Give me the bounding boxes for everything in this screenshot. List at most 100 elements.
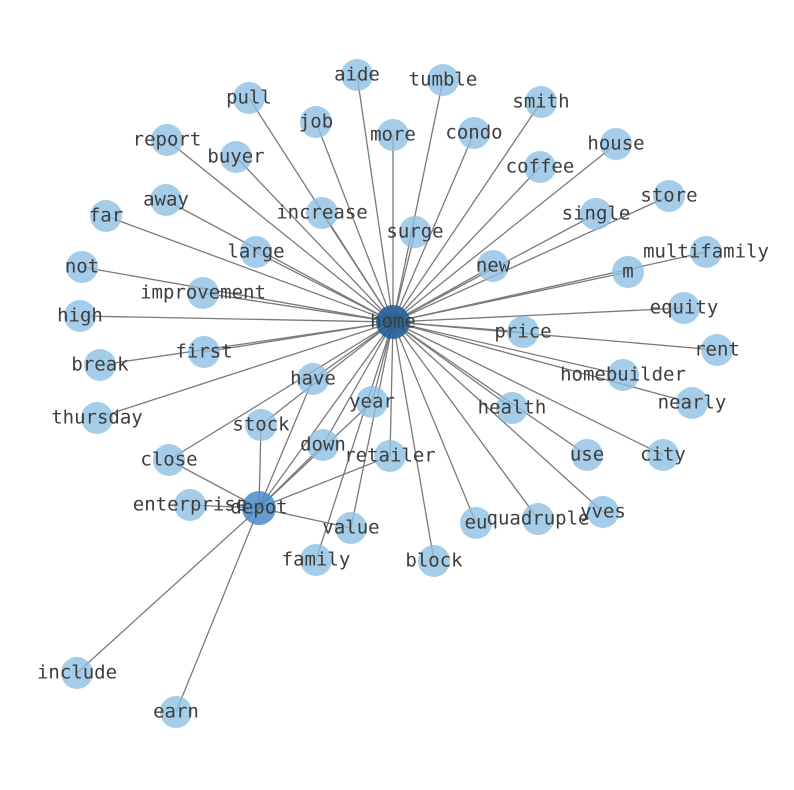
node-label-report: report — [133, 129, 202, 151]
node-quadruple — [522, 503, 554, 535]
edge-home-depot — [258, 321, 394, 509]
edge-home-close — [168, 321, 394, 461]
node-not — [66, 251, 98, 283]
edge-home-high — [79, 315, 394, 323]
edge-home-large — [255, 251, 394, 323]
edge-home-m — [392, 271, 629, 323]
nodes-layer — [61, 59, 733, 728]
node-label-aide: aide — [334, 64, 380, 86]
node-label-increase: increase — [276, 202, 368, 224]
node-city — [647, 439, 679, 471]
node-label-use: use — [570, 444, 604, 466]
node-label-close: close — [140, 449, 197, 471]
edge-home-job — [315, 121, 394, 323]
node-year — [356, 386, 388, 418]
node-smith — [525, 86, 557, 118]
node-label-not: not — [65, 256, 99, 278]
node-label-quadruple: quadruple — [487, 508, 590, 530]
edge-home-smith — [392, 101, 542, 323]
node-label-multifamily: multifamily — [643, 241, 769, 263]
node-first — [188, 336, 220, 368]
node-break — [84, 349, 116, 381]
node-block — [418, 545, 450, 577]
node-label-m: m — [622, 261, 633, 283]
node-label-buyer: buyer — [207, 146, 264, 168]
node-report — [151, 124, 183, 156]
node-condo — [458, 117, 490, 149]
edge-depot-earn — [175, 507, 260, 713]
edge-home-nearly — [392, 321, 693, 404]
node-improvement — [187, 277, 219, 309]
node-label-surge: surge — [386, 221, 443, 243]
node-label-home: home — [370, 311, 416, 333]
edge-home-coffee — [392, 166, 541, 323]
node-label-store: store — [640, 185, 697, 207]
edge-depot-include — [76, 507, 260, 674]
node-label-high: high — [57, 305, 103, 327]
edge-home-far — [105, 215, 394, 323]
edge-home-city — [392, 321, 664, 456]
node-label-homebuilder: homebuilder — [560, 364, 686, 386]
edge-home-family — [315, 321, 394, 561]
node-label-value: value — [322, 517, 379, 539]
node-value — [335, 512, 367, 544]
node-label-enterprise: enterprise — [133, 494, 247, 516]
node-yves — [587, 496, 619, 528]
node-pull — [233, 82, 265, 114]
node-label-rent: rent — [694, 339, 740, 361]
node-new — [477, 250, 509, 282]
node-label-tumble: tumble — [409, 69, 478, 91]
node-large — [240, 236, 272, 268]
node-away — [150, 184, 182, 216]
hub-node-home — [376, 305, 410, 339]
node-label-price: price — [494, 321, 551, 343]
edge-home-condo — [392, 132, 475, 323]
node-label-smith: smith — [512, 91, 569, 113]
node-homebuilder — [607, 359, 639, 391]
node-earn — [160, 696, 192, 728]
node-stock — [245, 409, 277, 441]
node-label-eu: eu — [465, 512, 488, 534]
node-label-earn: earn — [153, 701, 199, 723]
node-label-more: more — [370, 124, 416, 146]
node-label-single: single — [562, 203, 631, 225]
edge-home-not — [81, 266, 394, 323]
hub-node-depot — [242, 491, 276, 525]
node-high — [64, 300, 96, 332]
node-multifamily — [690, 236, 722, 268]
edge-depot-have — [258, 378, 314, 509]
edge-depot-retailer — [258, 455, 391, 509]
node-single — [580, 198, 612, 230]
node-enterprise — [174, 489, 206, 521]
node-more — [377, 119, 409, 151]
node-label-year: year — [349, 391, 395, 413]
edge-home-house — [392, 143, 617, 323]
node-label-have: have — [290, 368, 336, 390]
node-label-improvement: improvement — [140, 282, 266, 304]
edge-home-use — [392, 321, 588, 456]
node-health — [496, 392, 528, 424]
node-coffee — [524, 151, 556, 183]
node-increase — [306, 197, 338, 229]
edge-home-down — [322, 321, 394, 446]
node-label-pull: pull — [226, 87, 272, 109]
node-label-stock: stock — [232, 414, 290, 436]
node-label-retailer: retailer — [344, 445, 436, 467]
node-surge — [399, 216, 431, 248]
node-label-city: city — [640, 444, 686, 466]
node-label-nearly: nearly — [658, 392, 727, 414]
node-close — [153, 444, 185, 476]
node-have — [297, 363, 329, 395]
edge-home-quadruple — [392, 321, 539, 520]
node-label-new: new — [476, 255, 511, 277]
node-equity — [668, 292, 700, 324]
node-nearly — [676, 387, 708, 419]
edge-home-store — [392, 195, 670, 323]
node-label-far: far — [89, 205, 123, 227]
edge-home-aide — [356, 74, 394, 323]
node-label-first: first — [175, 341, 232, 363]
node-house — [600, 128, 632, 160]
